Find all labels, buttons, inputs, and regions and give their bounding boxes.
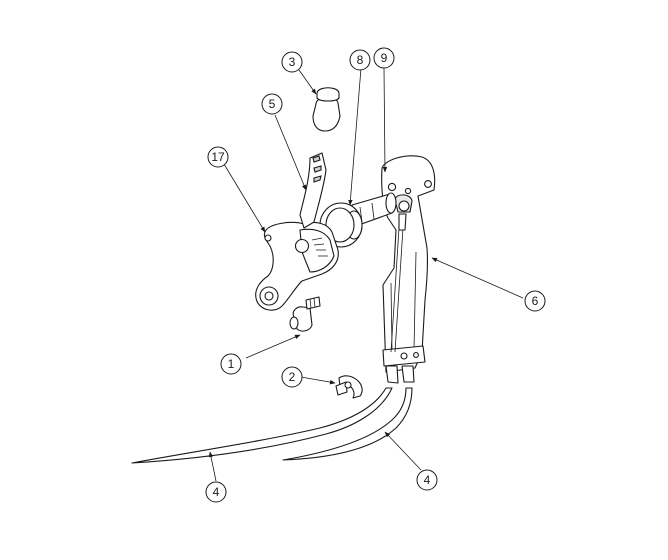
- callout-2: 2: [281, 366, 303, 388]
- callout-2-label: 2: [289, 370, 296, 384]
- callout-1: 1: [220, 353, 242, 375]
- callout-5: 5: [261, 93, 283, 115]
- callout-1-label: 1: [228, 357, 235, 371]
- callout-9-label: 9: [381, 51, 388, 65]
- threaded-rod: [390, 227, 404, 353]
- control-cable-right: [282, 387, 413, 461]
- callout-17-label: 17: [211, 150, 225, 164]
- elbow-fitting: [289, 296, 321, 332]
- lever-plate: [255, 221, 339, 311]
- callout-4-left-label: 4: [213, 485, 220, 499]
- callout-17: 17: [207, 146, 229, 168]
- callout-6-label: 6: [532, 294, 539, 308]
- callout-8: 8: [349, 49, 371, 71]
- callout-4-left: 4: [205, 481, 227, 503]
- callout-5-label: 5: [269, 97, 276, 111]
- mounting-bracket: [381, 155, 436, 373]
- detent-arm: [299, 152, 327, 229]
- ball-joint-upper: [394, 194, 413, 231]
- spacer-washer: [319, 202, 363, 248]
- control-cable-left: [131, 387, 393, 464]
- callout-4-right: 4: [416, 469, 438, 491]
- lever-knob: [312, 87, 341, 132]
- callout-9: 9: [373, 47, 395, 69]
- callout-6: 6: [524, 290, 546, 312]
- callout-3: 3: [281, 51, 303, 73]
- bracket-cable-clamp: [382, 345, 426, 384]
- leader-lines: [208, 67, 524, 482]
- callout-3-label: 3: [289, 55, 296, 69]
- callout-4-right-label: 4: [424, 473, 431, 487]
- callout-8-label: 8: [357, 53, 364, 67]
- cable-clip: [335, 375, 363, 399]
